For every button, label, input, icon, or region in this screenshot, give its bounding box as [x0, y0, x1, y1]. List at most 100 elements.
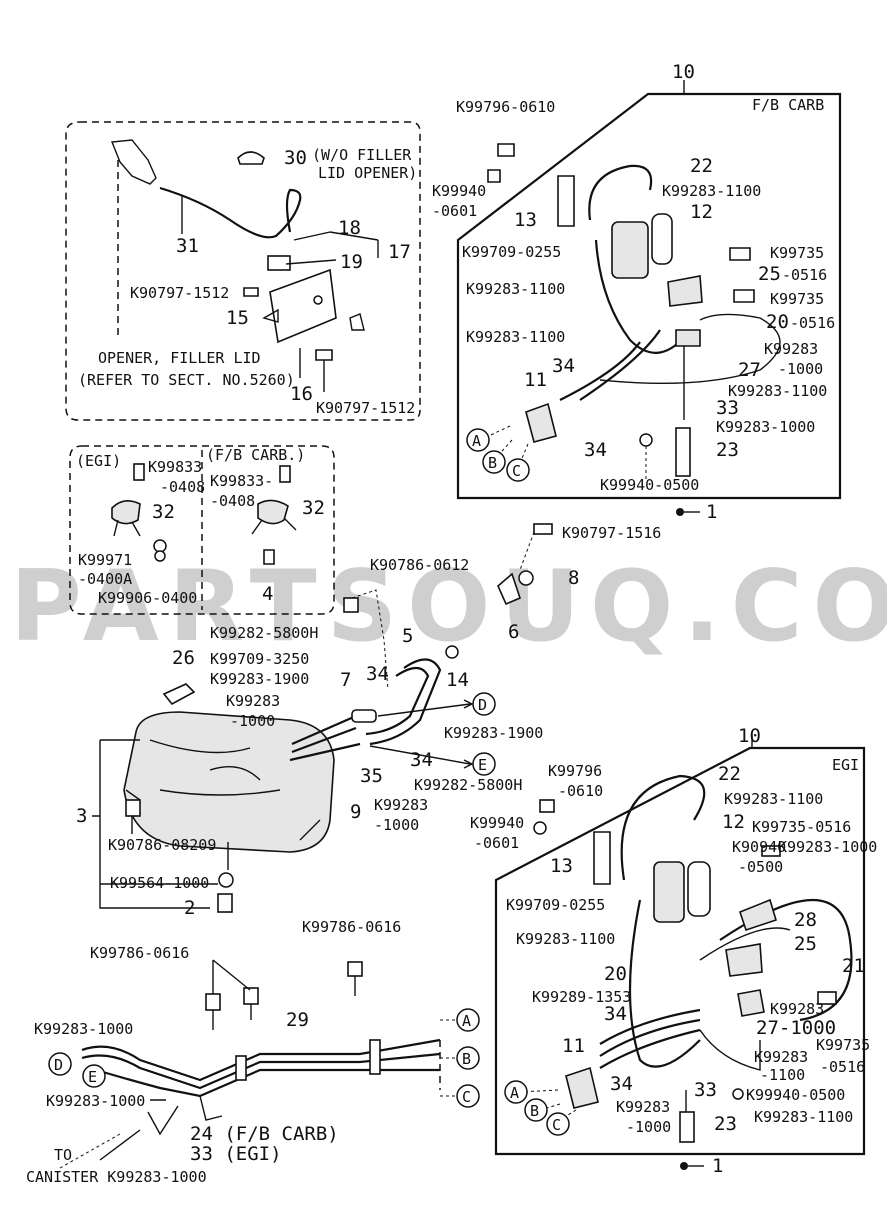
tank-k90797-1516: K90797-1516	[562, 524, 661, 542]
egi-k99283-1000-c: K99283	[616, 1098, 670, 1116]
pipe-circle-a: A	[462, 1012, 471, 1030]
fb-part-10: 10	[672, 61, 695, 83]
pipe-circle-d: D	[54, 1056, 63, 1074]
fb-part-23: 23	[716, 439, 739, 461]
part-31-label: 31	[176, 235, 199, 257]
fb-carb-title: (F/B CARB.)	[206, 446, 305, 464]
egi-k99940-a: K99940	[470, 814, 524, 832]
pipe-to-label: TO	[54, 1146, 72, 1164]
egi-k99283-1100-b: K99283-1100	[516, 930, 615, 948]
pipe-part-29: 29	[286, 1009, 309, 1031]
fb-k99940-b: -0601	[432, 202, 477, 220]
part-30-note-2: LID OPENER)	[318, 164, 417, 182]
fb-part-11: 11	[524, 369, 547, 391]
tank-part-6: 6	[508, 621, 519, 643]
fb-part-25: 25	[758, 263, 781, 285]
tank-part-35: 35	[360, 765, 383, 787]
part-16-label: 16	[290, 383, 313, 405]
opener-note-2: (REFER TO SECT. NO.5260)	[78, 371, 295, 389]
k99971-a: K99971	[78, 551, 132, 569]
fuel-pipe-group: K99786-0616 K99786-0616 29 K99283-1000 D…	[26, 918, 480, 1186]
fb-circle-a: A	[472, 432, 481, 450]
egi-bolt-k99833: K99833	[148, 458, 202, 476]
tank-k99283-1000-b2: -1000	[374, 816, 419, 834]
tank-k90786-0612: K90786-0612	[370, 556, 469, 574]
egi-circle-a: A	[510, 1084, 519, 1102]
egi-part-25: 25	[794, 933, 817, 955]
egi-k99735: K99735-0516	[752, 818, 851, 836]
tank-k99283-1000-a2: -1000	[230, 712, 275, 730]
part-18-label: 18	[338, 217, 361, 239]
part-32-fb: 32	[302, 497, 325, 519]
egi-part-34b: 34	[610, 1073, 633, 1095]
egi-k99283-1100-c: K99283	[754, 1048, 808, 1066]
fb-k99283-1100-c: K99283-1100	[466, 328, 565, 346]
fb-k99735-b2: -0516	[790, 314, 835, 332]
part-15-label: 15	[226, 307, 249, 329]
egi-part-12: 12	[722, 811, 745, 833]
fb-part-34b: 34	[584, 439, 607, 461]
egi-k99289: K99289-1353	[532, 988, 631, 1006]
egi-k99283-1100-c2: -1100	[760, 1066, 805, 1084]
egi-k99283-1100-d: K99283-1100	[754, 1108, 853, 1126]
egi-part-1: 1	[712, 1155, 723, 1177]
fb-part-12: 12	[690, 201, 713, 223]
egi-part-20: 20	[604, 963, 627, 985]
egi-k99283-1100-a: K99283-1100	[724, 790, 823, 808]
fb-k99709: K99709-0255	[462, 243, 561, 261]
egi-k99283-1000-c2: -1000	[626, 1118, 671, 1136]
pipe-circle-c: C	[462, 1088, 471, 1106]
watermark: PARTSOUQ.COM	[10, 550, 887, 664]
fb-k99940-0500: K99940-0500	[600, 476, 699, 494]
fb-carb-canister-group: A B C 10 F/B CARB K99796-0610 22 K99940 …	[432, 61, 842, 523]
part-30-note-1: (W/O FILLER	[312, 146, 412, 164]
fb-k99735-b: K99735	[770, 290, 824, 308]
tank-part-34-e: 34	[410, 749, 433, 771]
tank-part-26: 26	[172, 647, 195, 669]
pipe-circle-e: E	[88, 1068, 97, 1086]
tank-k99282-5800h-a: K99282-5800H	[210, 624, 318, 642]
tank-part-5: 5	[402, 625, 413, 647]
fb-part-20: 20	[766, 311, 789, 333]
egi-canister-group: A B C 10 EGI 22 K99796 -0610 K99283-1100…	[470, 725, 877, 1177]
k99971-b: -0400A	[78, 570, 132, 588]
fb-part-34a: 34	[552, 355, 575, 377]
egi-k99735-b: K99735	[816, 1036, 870, 1054]
tank-k99283-1000-b: K99283	[374, 796, 428, 814]
tank-k99709-3250: K99709-3250	[210, 650, 309, 668]
pipe-k99283-1000-b: K99283-1000	[46, 1092, 145, 1110]
fb-k99283-1000-b: K99283-1000	[716, 418, 815, 436]
pipe-k99786-0616-a: K99786-0616	[302, 918, 401, 936]
pipe-part-24: 24 (F/B CARB)	[190, 1123, 339, 1145]
egi-part-10: 10	[738, 725, 761, 747]
pipe-part-33: 33 (EGI)	[190, 1143, 282, 1165]
egi-k90940-a: K90940	[732, 838, 786, 856]
tank-part-9: 9	[350, 801, 361, 823]
tank-k99282-5800h-b: K99282-5800H	[414, 776, 522, 794]
fb-k99735-a: K99735	[770, 244, 824, 262]
egi-k90940-b: -0500	[738, 858, 783, 876]
tank-circle-d: D	[478, 696, 487, 714]
part-30-label: 30	[284, 147, 307, 169]
egi-k99709: K99709-0255	[506, 896, 605, 914]
egi-part-23: 23	[714, 1113, 737, 1135]
fb-part-1: 1	[706, 501, 717, 523]
part-17-label: 17	[388, 241, 411, 263]
egi-part-22: 22	[718, 763, 741, 785]
fuel-tank-group: K90797-1516 8 6 K90786-0612 K99282-5800H…	[76, 523, 661, 919]
pipe-circle-b: B	[462, 1050, 471, 1068]
tank-part-3: 3	[76, 805, 87, 827]
fb-k99735-a2: -0516	[782, 266, 827, 284]
fb-circle-c: C	[512, 462, 521, 480]
fb-k99283-1100-b: K99283-1100	[466, 280, 565, 298]
pipe-k99786-0616-b: K99786-0616	[90, 944, 189, 962]
part-32-egi: 32	[152, 501, 175, 523]
tank-part-34: 34	[366, 663, 389, 685]
fb-k99283-1000-a: K99283	[764, 340, 818, 358]
tank-part-8: 8	[568, 567, 579, 589]
tank-k99283-1900-b: K99283-1900	[444, 724, 543, 742]
egi-k99735-b2: -0516	[820, 1058, 865, 1076]
tank-k99564: K99564-1000	[110, 874, 209, 892]
bolt-k90797-upper: K90797-1512	[130, 284, 229, 302]
tank-part-14: 14	[446, 669, 469, 691]
